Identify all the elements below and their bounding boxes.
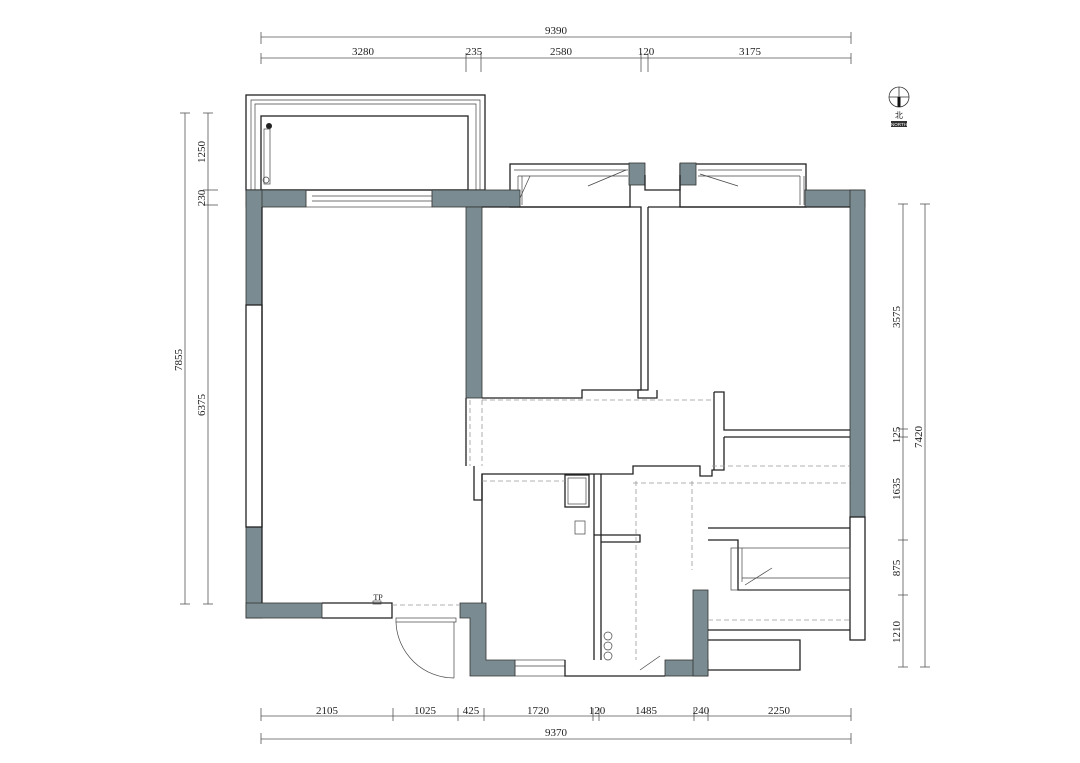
dim-bottom: 120 xyxy=(589,705,606,717)
bay-window-bedroom-3 xyxy=(644,162,807,208)
dim-bottom: 425 xyxy=(463,705,480,717)
dim-bottom: 2105 xyxy=(316,705,339,717)
interior-walls xyxy=(261,206,851,677)
left-dimensions: 7855 1250 230 6375 xyxy=(173,112,218,605)
dim-right: 3575 xyxy=(891,306,903,329)
bottom-dimensions: 2105 1025 425 1720 120 1485 240 2250 937… xyxy=(260,705,852,744)
dim-bottom: 1485 xyxy=(635,705,658,717)
dim-right: 125 xyxy=(891,426,903,443)
dim-left: 230 xyxy=(196,189,208,206)
dim-left: 1250 xyxy=(196,141,208,164)
north-arrow-icon: 北 NORTH xyxy=(888,86,910,127)
bathroom-window-door xyxy=(639,655,661,671)
balcony-top-left xyxy=(245,94,486,191)
bay-window-bedroom-2 xyxy=(509,162,646,208)
dim-top: 2580 xyxy=(550,46,573,58)
right-dimensions: 3575 125 1635 875 1210 7420 xyxy=(891,203,930,668)
dim-right: 1635 xyxy=(891,478,903,501)
structural-walls xyxy=(245,189,866,677)
water-heater-icon xyxy=(564,474,590,508)
dim-top: 120 xyxy=(638,46,655,58)
drain-icon xyxy=(266,123,272,129)
entry-door xyxy=(395,617,457,679)
dim-top: 235 xyxy=(466,46,483,58)
dim-right: 1210 xyxy=(891,621,903,644)
dim-bottom: 2250 xyxy=(768,705,791,717)
dim-left: 6375 xyxy=(196,394,208,417)
dashed-lines xyxy=(392,399,850,660)
tp-label: TP xyxy=(373,593,383,602)
dim-bottom: 240 xyxy=(693,705,710,717)
top-dimensions: 9390 3280 235 2580 120 3175 xyxy=(260,25,852,72)
dim-bottom: 1720 xyxy=(527,705,550,717)
dim-bottom: 1025 xyxy=(414,705,437,717)
dim-right: 875 xyxy=(891,559,903,576)
dim-top: 3280 xyxy=(352,46,375,58)
dim-top-total: 9390 xyxy=(545,25,568,37)
dim-top: 3175 xyxy=(739,46,762,58)
dim-left-total: 7855 xyxy=(173,349,185,372)
dim-bottom-total: 9370 xyxy=(545,727,568,739)
north-label-cn: 北 xyxy=(895,111,903,120)
north-label-en: NORTH xyxy=(891,122,907,127)
dim-right-total: 7420 xyxy=(913,426,925,449)
